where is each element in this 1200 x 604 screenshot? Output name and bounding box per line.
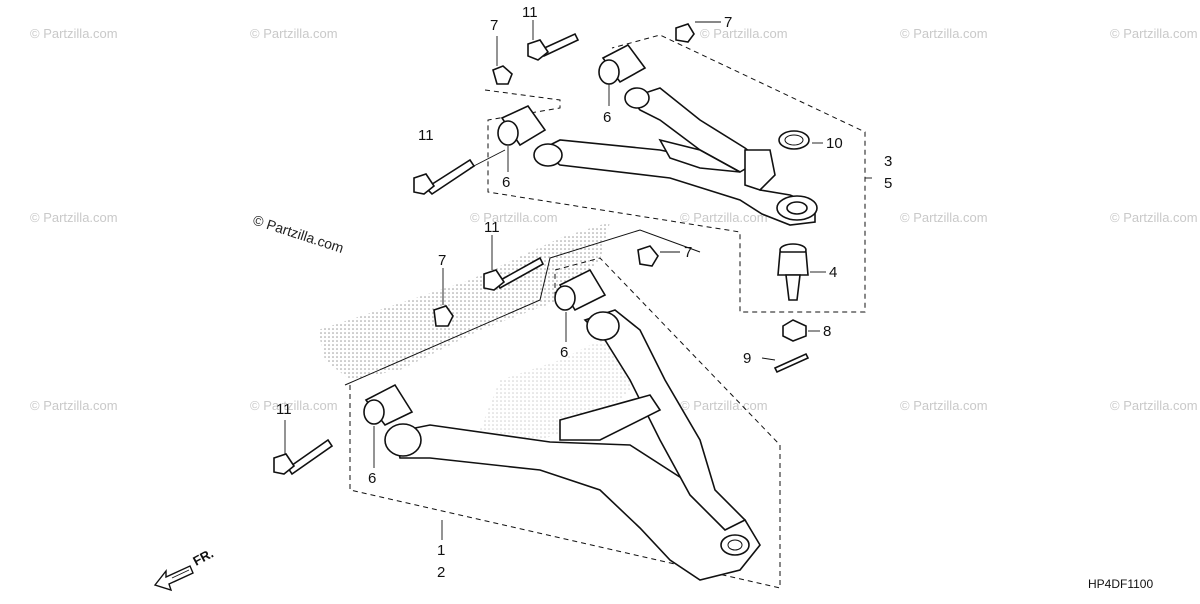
bolt-lower-left <box>286 438 334 476</box>
front-arrow-icon <box>153 565 194 592</box>
callout-bushing: 6 <box>502 174 510 191</box>
watermark: © Partzilla.com <box>1110 26 1198 41</box>
lower-ball-joint-hole <box>727 539 743 551</box>
watermark: © Partzilla.com <box>470 210 558 225</box>
watermark: © Partzilla.com <box>250 26 338 41</box>
front-direction-indicator: FR. <box>153 546 216 592</box>
bolt-upper-left-head <box>413 173 436 195</box>
brand-label: © Partzilla.com <box>251 212 346 256</box>
bolt-lower-top-head <box>483 269 506 291</box>
dust-seal-inner <box>784 134 804 146</box>
watermark: © Partzilla.com <box>1110 398 1198 413</box>
lower-arm-rear-eye <box>384 423 422 457</box>
upper-arm-front-eye <box>624 87 650 109</box>
callout-castle-nut: 8 <box>823 323 831 340</box>
upper-arm-rear-eye <box>533 143 563 167</box>
watermark: © Partzilla.com <box>680 210 768 225</box>
watermark: © Partzilla.com <box>30 210 118 225</box>
nut-lower-right <box>637 245 659 267</box>
lower-assembly-guide <box>344 229 701 386</box>
lower-arm-front-member <box>583 309 747 531</box>
nut-lower-left <box>433 305 454 327</box>
watermark: © Partzilla.com <box>1110 210 1198 225</box>
cotter-pin <box>773 352 810 374</box>
watermark: © Partzilla.com <box>900 26 988 41</box>
callout-bushing: 6 <box>368 470 376 487</box>
callout-bushing: 6 <box>603 109 611 126</box>
callout-nut: 7 <box>438 252 446 269</box>
callout-lower-arm: 1 <box>437 542 445 559</box>
callout-bushing: 6 <box>560 344 568 361</box>
ball-joint-body <box>777 251 809 276</box>
callout-dust-seal: 10 <box>826 135 843 152</box>
lower-arm-brace <box>559 394 662 441</box>
ball-joint-group <box>773 243 810 374</box>
leader-lines <box>284 20 872 540</box>
callout-bolt: 11 <box>484 219 500 236</box>
callouts: 7 11 7 6 11 6 10 3 5 4 8 9 11 7 7 6 11 6… <box>276 4 892 581</box>
bushing-upper-rear-face <box>497 120 519 146</box>
watermarks: © Partzilla.com © Partzilla.com © Partzi… <box>30 26 1198 413</box>
callout-bolt: 11 <box>522 4 538 21</box>
lower-ball-joint-seat <box>720 534 750 556</box>
callout-bolt: 11 <box>418 127 434 144</box>
callout-ball-joint: 4 <box>829 264 837 281</box>
lower-arm-front-eye <box>586 311 620 341</box>
watermark: © Partzilla.com <box>30 398 118 413</box>
callout-nut: 7 <box>724 14 732 31</box>
watermark: © Partzilla.com <box>700 26 788 41</box>
dust-seal <box>778 130 810 150</box>
nut-upper-right <box>675 23 695 43</box>
bolt-upper-left <box>424 158 476 196</box>
bushing-upper-front-face <box>598 59 620 85</box>
callout-cotter-pin: 9 <box>743 350 751 367</box>
watermark: © Partzilla.com <box>30 26 118 41</box>
watermark: © Partzilla.com <box>680 398 768 413</box>
castle-nut <box>782 319 807 342</box>
watermark: © Partzilla.com <box>900 398 988 413</box>
ball-joint-stud <box>785 274 801 301</box>
callout-nut: 7 <box>490 17 498 34</box>
front-direction-label: FR. <box>190 546 216 569</box>
lower-arm-rear-member <box>394 424 761 581</box>
bolt-upper-top-head <box>527 39 550 61</box>
nut-upper-left <box>492 65 513 85</box>
upper-ball-joint-hole <box>786 201 808 215</box>
watermark: © Partzilla.com <box>250 398 338 413</box>
diagram-code: HP4DF1100 <box>1088 577 1153 591</box>
callout-nut: 7 <box>684 244 692 261</box>
watermark: © Partzilla.com <box>900 210 988 225</box>
callout-upper-arm: 5 <box>884 175 892 192</box>
callout-upper-arm: 3 <box>884 153 892 170</box>
bolt-lower-left-head <box>273 453 296 475</box>
bushing-lower-front-face <box>554 285 576 311</box>
upper-arm-brace <box>658 138 741 173</box>
callout-bolt: 11 <box>276 401 292 418</box>
callout-lower-arm: 2 <box>437 564 445 581</box>
bushing-lower-rear-face <box>363 399 385 425</box>
upper-arm-bracket <box>744 149 776 191</box>
lower-arm-assembly <box>273 229 781 589</box>
